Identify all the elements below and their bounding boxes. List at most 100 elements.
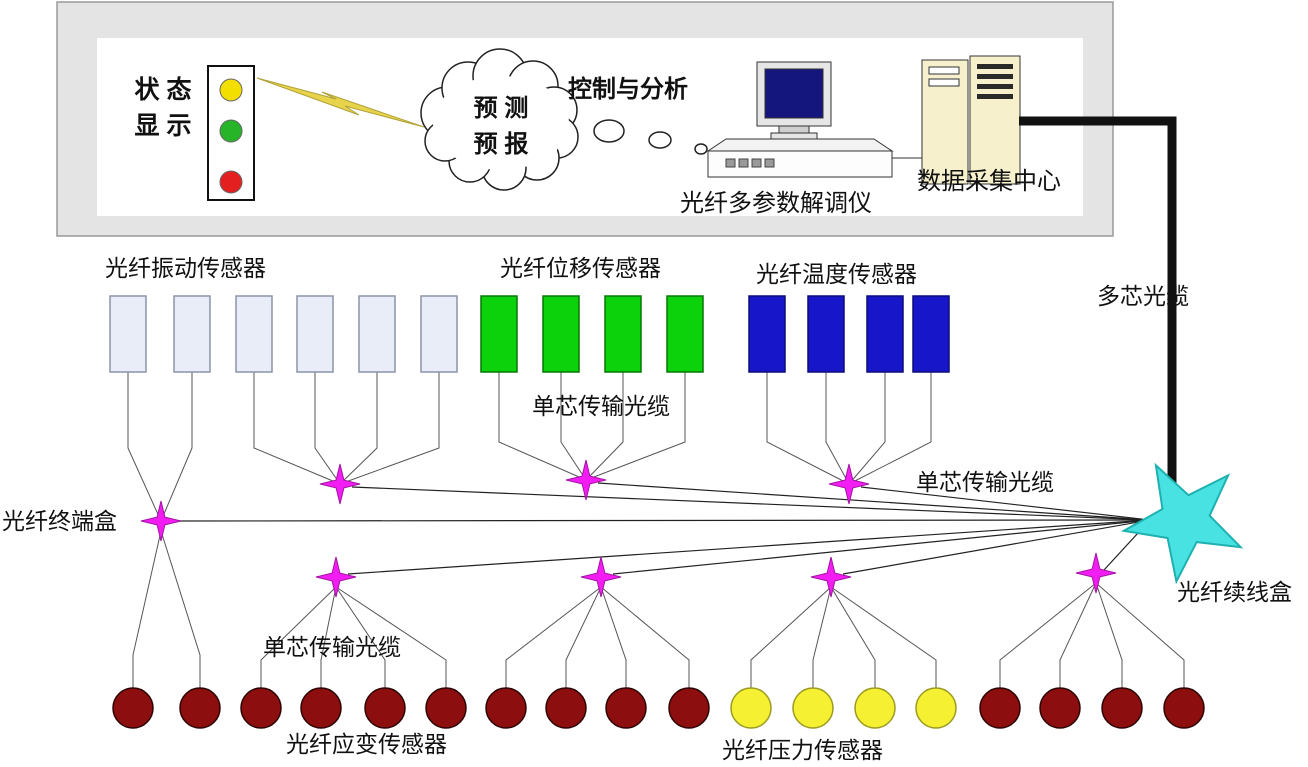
vibration-sensor (358, 295, 396, 373)
strain-sensor (1163, 687, 1205, 729)
rack-vent (977, 64, 1013, 69)
strain-sensor (364, 687, 406, 729)
drop-cable (830, 586, 876, 688)
panel-inner (97, 38, 1083, 216)
pressure-sensor (792, 687, 834, 729)
vibration-sensor (235, 295, 273, 373)
strain-sensors-label: 光纤应变传感器 (286, 731, 447, 757)
sensor-feed-cable (127, 372, 162, 522)
status-label-line2: 显 示 (135, 112, 192, 140)
demodulator-button (738, 158, 749, 168)
drop-cable (505, 586, 602, 688)
status-label-line1: 状 态 (135, 76, 192, 104)
vibration-sensors-label: 光纤振动传感器 (105, 255, 266, 281)
monitor-screen (764, 68, 824, 119)
strain-sensor (668, 687, 710, 729)
sensor-feed-cable (314, 372, 341, 485)
strain-sensor (300, 687, 342, 729)
demodulator-button (764, 158, 775, 168)
displacement-sensor (604, 295, 642, 373)
splice-box-star (1120, 462, 1244, 585)
junction-star (828, 463, 870, 505)
rack-slot (928, 78, 960, 87)
displacement-sensor (542, 295, 580, 373)
displacement-sensors-label: 光纤位移传感器 (500, 255, 661, 281)
drop-cable (320, 586, 337, 688)
strain-sensor (979, 687, 1021, 729)
single-core-cable-bottom-label: 单芯传输光缆 (263, 634, 401, 660)
server-rack (921, 55, 1021, 185)
splice-box-label: 光纤续线盒 (1177, 579, 1292, 605)
sensor-feed-cable (848, 372, 932, 485)
junction-star-layer (140, 459, 1244, 598)
drop-cable (830, 586, 937, 688)
junction-star (580, 556, 622, 598)
temperature-sensor (912, 295, 950, 373)
strain-sensor (112, 687, 154, 729)
junction-star (565, 459, 607, 501)
sensor-feed-cable (339, 372, 440, 485)
trunk-cable (842, 519, 1151, 575)
demodulator-front (707, 150, 893, 178)
strain-sensor (605, 687, 647, 729)
sensor-circle-layer (112, 687, 1205, 729)
strain-sensor (545, 687, 587, 729)
temperature-sensors-label: 光纤温度传感器 (756, 261, 917, 287)
demodulator-button (751, 158, 762, 168)
pressure-sensor (915, 687, 957, 729)
sensor-feed-cable (160, 372, 193, 522)
junction-star (140, 500, 182, 542)
vibration-sensor (109, 295, 147, 373)
drop-cable (999, 582, 1097, 688)
multi-core-cable (1019, 116, 1177, 505)
cable-lines-layer (127, 372, 1185, 688)
rack-vent (977, 94, 1013, 99)
lightning-bolt-icon (256, 77, 425, 128)
vibration-sensor (420, 295, 458, 373)
junction-star (315, 556, 357, 598)
drop-cable (335, 586, 386, 688)
multi-core-cable-label: 多芯光缆 (1097, 283, 1189, 309)
datacenter-label: 数据采集中心 (917, 168, 1061, 195)
traffic-light-green (219, 119, 243, 143)
sensor-feed-cable (825, 372, 850, 485)
sensor-feed-cable (585, 372, 686, 481)
junction-star (1075, 552, 1117, 594)
trunk-cable (347, 519, 1151, 575)
trunk-cable (173, 519, 1151, 522)
trunk-cable (860, 486, 1151, 521)
temperature-sensor (807, 295, 845, 373)
pressure-sensor (730, 687, 772, 729)
sensor-feed-cable (560, 372, 587, 481)
rack-vent (977, 84, 1013, 89)
sensor-feed-cable (498, 372, 587, 481)
monitor-base (770, 132, 818, 140)
single-core-cable-right-label: 单芯传输光缆 (916, 469, 1054, 495)
junction-star (319, 463, 361, 505)
rack-slot (928, 66, 960, 75)
terminal-box-label: 光纤终端盒 (2, 508, 117, 534)
drop-cable (160, 530, 201, 688)
demodulator-top (706, 138, 894, 152)
strain-sensor (1101, 687, 1143, 729)
drop-cable (132, 530, 162, 688)
displacement-sensor (666, 295, 704, 373)
traffic-light-red (219, 170, 243, 194)
strain-sensor (485, 687, 527, 729)
vibration-sensor (296, 295, 334, 373)
cloud-text-line2: 预 报 (474, 131, 529, 158)
sensor-feed-cable (585, 372, 624, 481)
drop-cable (600, 586, 627, 688)
computer (706, 61, 922, 178)
drop-cable (1059, 582, 1097, 688)
pressure-sensors-label: 光纤压力传感器 (722, 737, 883, 763)
cloud-text-line1: 预 测 (474, 95, 529, 122)
temperature-sensor (748, 295, 786, 373)
demodulator-button (725, 158, 736, 168)
sensor-feed-cable (339, 372, 378, 485)
prediction-cloud (420, 48, 579, 191)
strain-sensor (240, 687, 282, 729)
drop-cable (750, 586, 832, 688)
drop-cable (335, 586, 447, 688)
